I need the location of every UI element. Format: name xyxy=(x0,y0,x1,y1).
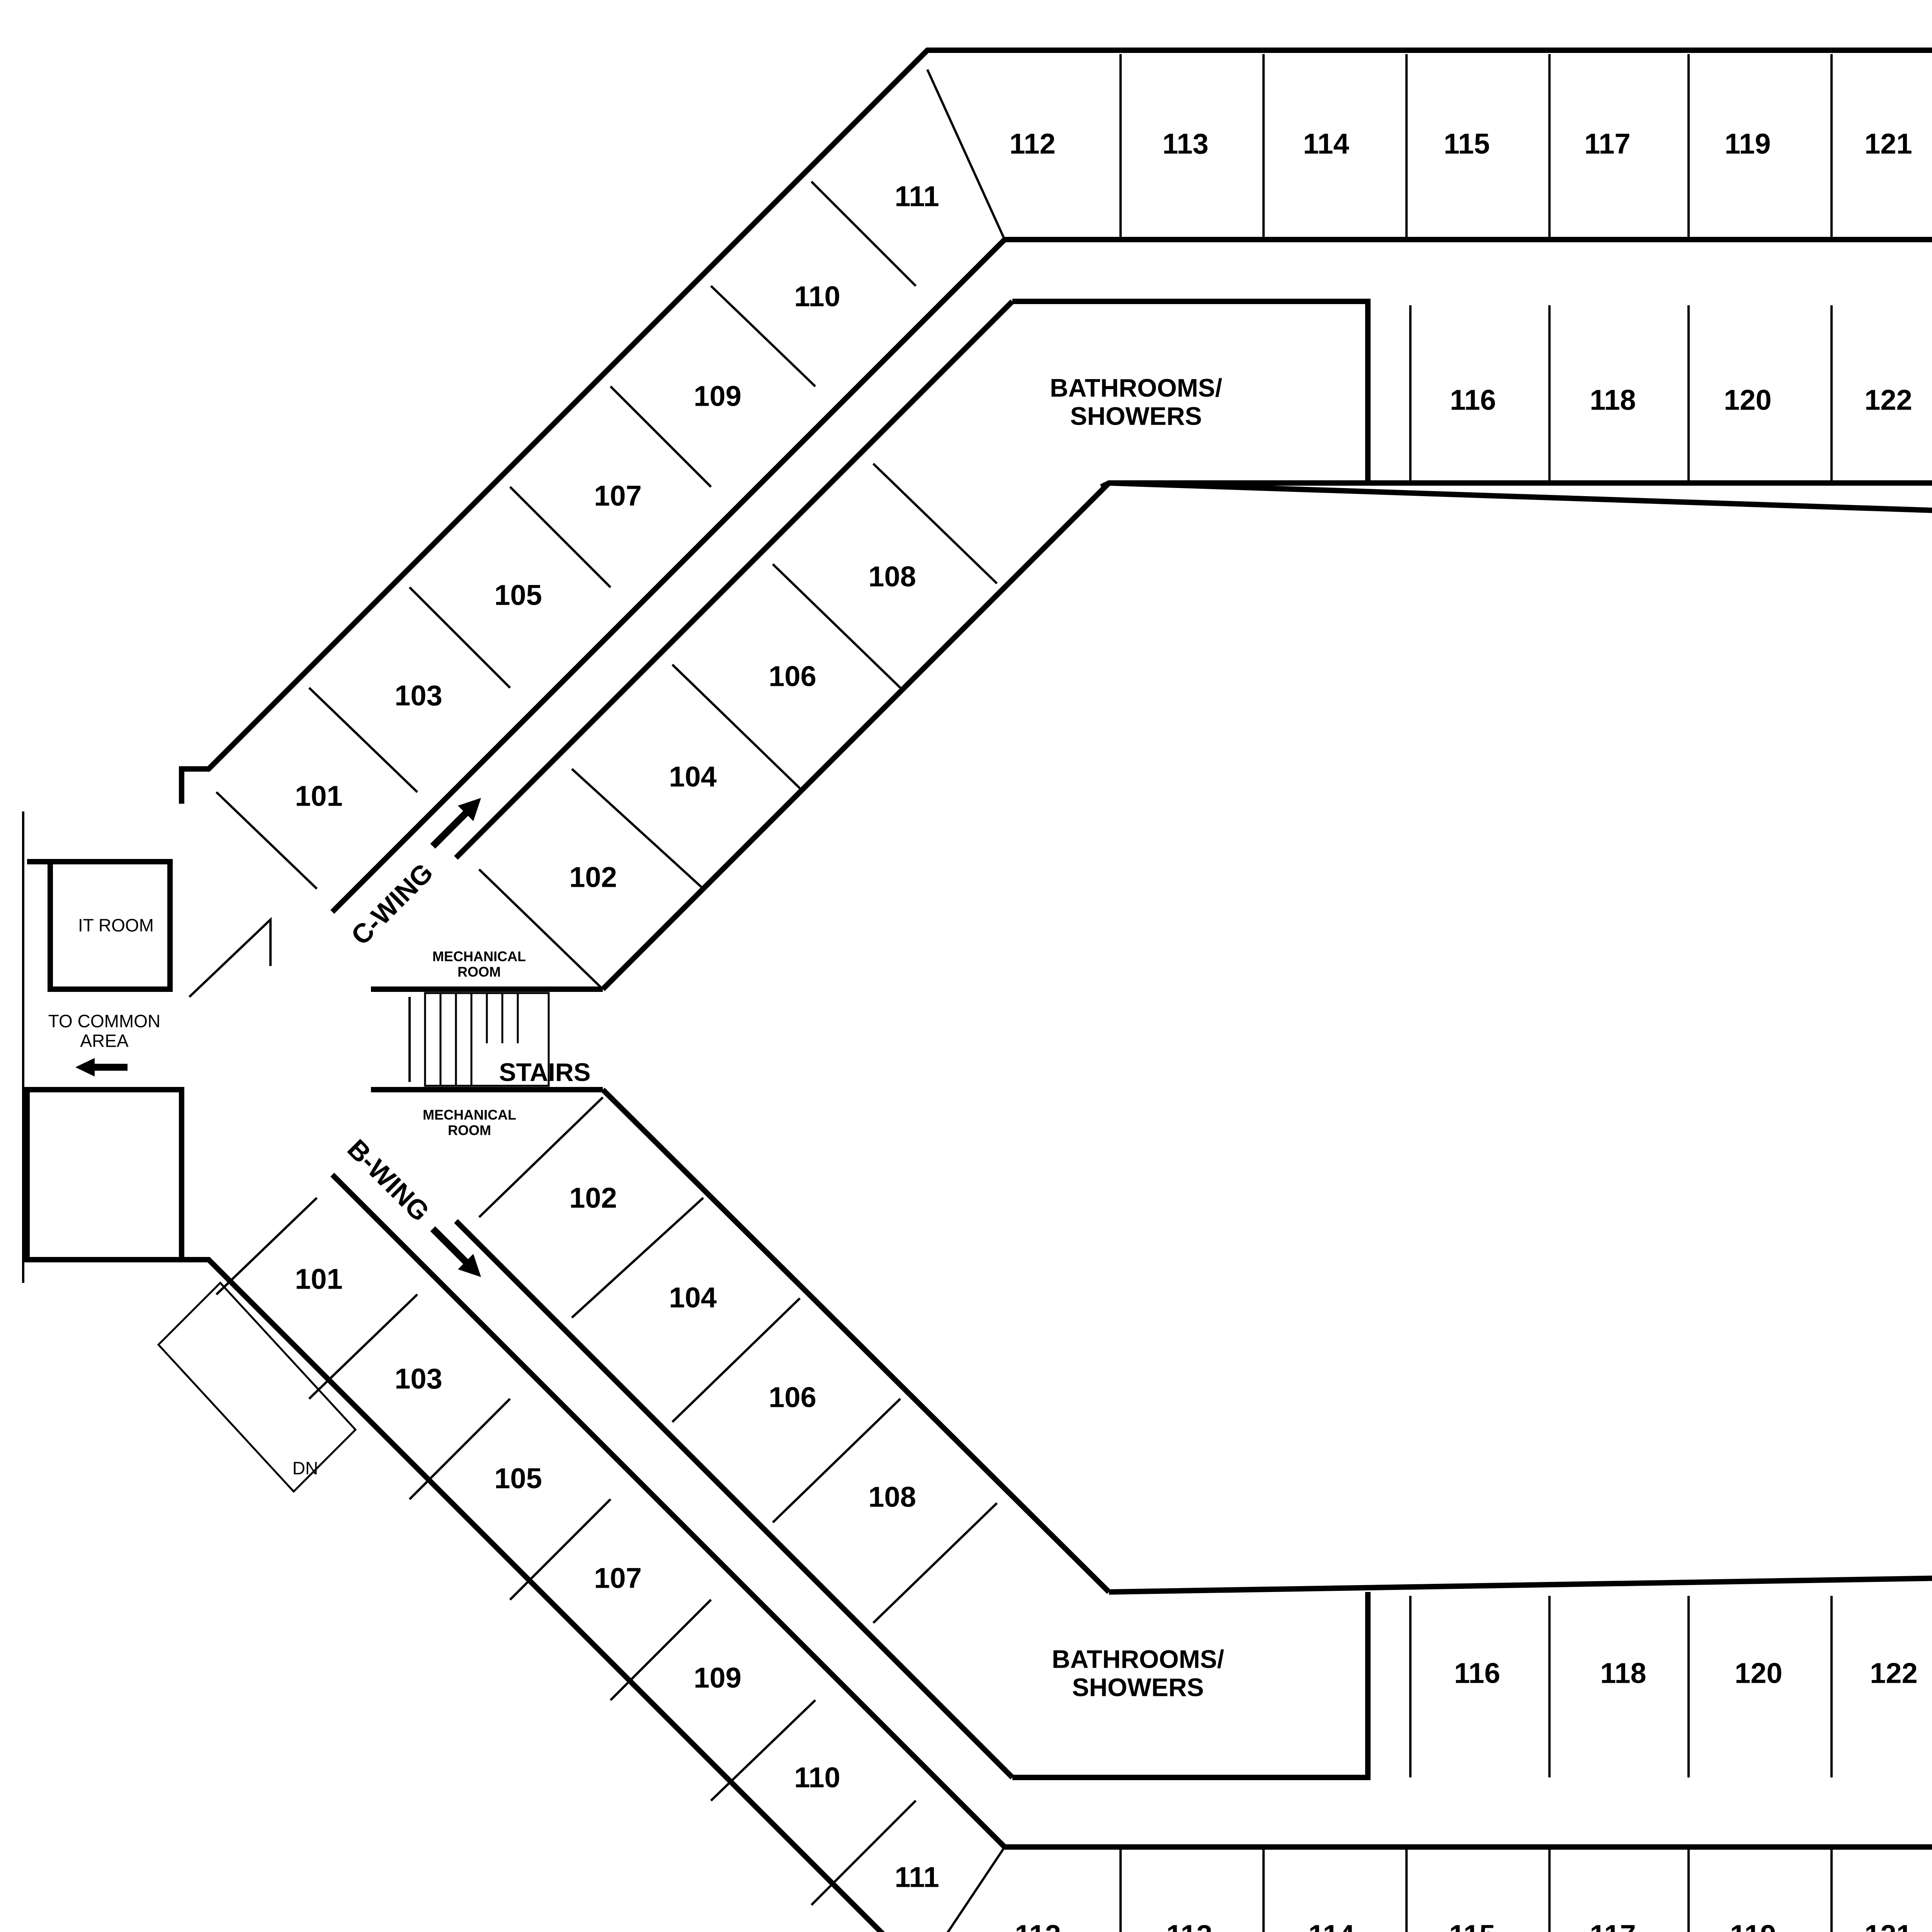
central-stairs-label: STAIRS xyxy=(499,1058,591,1087)
b-room-117: 117 xyxy=(1590,1919,1636,1932)
b-room-102: 102 xyxy=(569,1182,617,1214)
b-room-112: 112 xyxy=(1015,1919,1061,1932)
b-room-113: 113 xyxy=(1166,1919,1212,1932)
c-room-118: 118 xyxy=(1590,384,1636,416)
b-room-111: 111 xyxy=(895,1861,939,1893)
b-room-107: 107 xyxy=(594,1562,642,1594)
b-bathrooms-showers: BATHROOMS/ SHOWERS xyxy=(1051,1645,1225,1701)
b-room-101: 101 xyxy=(295,1263,343,1295)
c-room-109: 109 xyxy=(694,380,742,412)
c-room-114: 114 xyxy=(1303,128,1349,160)
c-room-106: 106 xyxy=(769,660,816,692)
c-bathrooms-showers: BATHROOMS/ SHOWERS xyxy=(1049,373,1223,430)
b-room-103: 103 xyxy=(395,1362,442,1395)
c-room-107: 107 xyxy=(594,480,642,512)
b-room-109: 109 xyxy=(694,1662,742,1694)
c-room-122: 122 xyxy=(1864,384,1912,416)
b-room-110: 110 xyxy=(794,1761,840,1794)
c-room-115: 115 xyxy=(1444,128,1490,160)
down-stair-label: DN xyxy=(292,1458,318,1478)
b-wing-arrow-icon xyxy=(430,1226,481,1277)
c-wing-arrow-icon xyxy=(430,798,481,849)
b-room-105: 105 xyxy=(494,1462,542,1495)
b-room-122: 122 xyxy=(1870,1657,1918,1689)
b-room-108: 108 xyxy=(868,1481,916,1513)
it-room-label: IT ROOM xyxy=(78,915,154,935)
c-room-120: 120 xyxy=(1724,384,1772,416)
c-room-104: 104 xyxy=(669,760,717,793)
mechanical-room-upper-label: MECHANICAL ROOM xyxy=(432,948,526,980)
b-room-106: 106 xyxy=(769,1381,816,1413)
c-room-121: 121 xyxy=(1864,128,1912,160)
c-room-113: 113 xyxy=(1162,128,1209,160)
c-room-108: 108 xyxy=(868,560,916,593)
c-room-116: 116 xyxy=(1450,384,1496,416)
b-room-119: 119 xyxy=(1730,1919,1776,1932)
c-room-111: 111 xyxy=(895,180,939,213)
common-area-arrow-icon xyxy=(75,1058,128,1077)
c-room-105: 105 xyxy=(494,579,542,611)
b-room-104: 104 xyxy=(669,1281,717,1314)
mechanical-room-lower-label: MECHANICAL ROOM xyxy=(423,1107,516,1138)
c-room-110: 110 xyxy=(794,280,840,313)
b-room-118: 118 xyxy=(1600,1657,1646,1689)
b-room-121: 121 xyxy=(1864,1919,1912,1932)
b-room-116: 116 xyxy=(1454,1657,1500,1689)
c-room-102: 102 xyxy=(569,861,617,893)
c-room-117: 117 xyxy=(1584,128,1631,160)
b-room-120: 120 xyxy=(1735,1657,1782,1689)
c-room-112: 112 xyxy=(1009,128,1056,160)
to-common-area-label: TO COMMON AREA xyxy=(48,1011,161,1051)
c-room-119: 119 xyxy=(1725,128,1771,160)
b-room-115: 115 xyxy=(1449,1919,1495,1932)
b-room-114: 114 xyxy=(1308,1919,1354,1932)
c-room-103: 103 xyxy=(395,679,442,712)
c-room-101: 101 xyxy=(295,780,343,812)
